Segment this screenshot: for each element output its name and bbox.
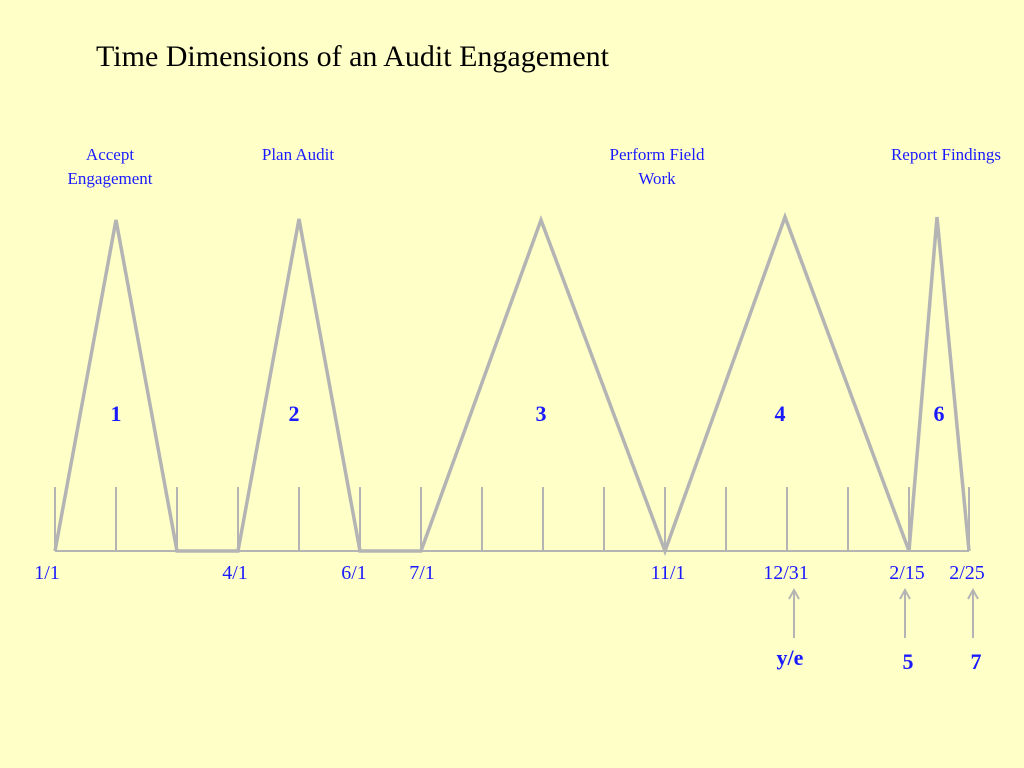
triangle-number-2: 2 (288, 401, 300, 426)
phase-label-line: Report Findings (890, 145, 1002, 164)
phase-label-line: Accept (85, 145, 135, 164)
phase-label-line: Work (638, 169, 676, 188)
date-label: 6/1 (341, 562, 367, 584)
date-label: 4/1 (222, 562, 248, 584)
phase-label-accept: Accept Engagement (30, 143, 190, 191)
date-label: 1/1 (34, 562, 60, 584)
date-label: 2/15 (889, 562, 925, 584)
triangle-number-4: 4 (774, 401, 786, 426)
marker-7: 7 (970, 649, 982, 674)
tick-marks (54, 487, 970, 551)
phase-label-report: Report Findings (866, 143, 1024, 167)
marker-arrows (788, 587, 979, 638)
phase-triangles (53, 211, 971, 557)
phase-label-line: Perform Field (609, 145, 705, 164)
date-label: 2/25 (949, 562, 985, 584)
triangle-number-1: 1 (110, 401, 122, 426)
phase-label-line: Engagement (67, 169, 153, 188)
triangle-number-6: 6 (933, 401, 945, 426)
phase-label-plan: Plan Audit (218, 143, 378, 167)
arrowhead-5 (899, 587, 911, 600)
phase-label-line: Plan Audit (261, 145, 335, 164)
page-title: Time Dimensions of an Audit Engagement (96, 40, 610, 73)
triangle-number-3: 3 (535, 401, 547, 426)
arrowhead-7 (967, 587, 979, 600)
arrowhead-ye (788, 587, 800, 600)
marker-ye: y/e (776, 645, 804, 670)
date-label: 12/31 (763, 562, 809, 584)
date-label: 11/1 (650, 562, 686, 584)
marker-5: 5 (902, 649, 914, 674)
phase-label-fieldwork: Perform Field Work (577, 143, 737, 191)
date-label: 7/1 (409, 562, 435, 584)
